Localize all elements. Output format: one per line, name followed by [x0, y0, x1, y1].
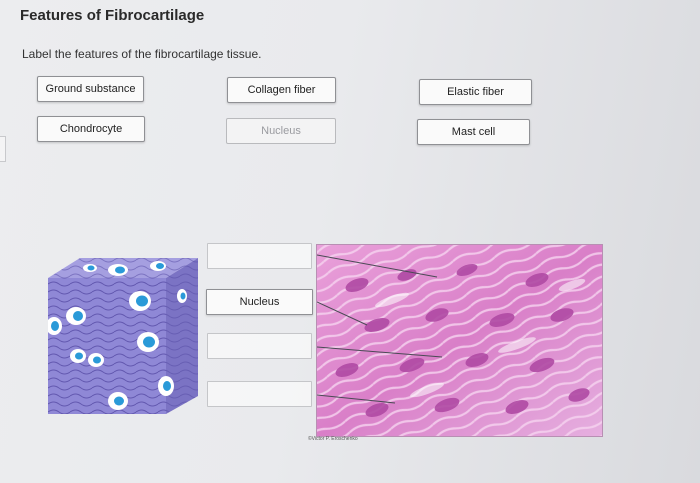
label-nucleus-used[interactable]: Nucleus — [226, 118, 336, 144]
fibrocartilage-micrograph — [316, 244, 603, 437]
drop-target-3[interactable] — [207, 333, 312, 359]
drop-target-4[interactable] — [207, 381, 312, 407]
label-ground-substance[interactable]: Ground substance — [37, 76, 144, 102]
label-chondrocyte[interactable]: Chondrocyte — [37, 116, 145, 142]
page-title: Features of Fibrocartilage — [20, 7, 205, 24]
label-collagen-fiber[interactable]: Collagen fiber — [227, 77, 336, 103]
drop-target-2[interactable]: Nucleus — [206, 289, 313, 315]
fibrocartilage-cube-illustration — [48, 258, 198, 414]
drop-target-1[interactable] — [207, 243, 312, 269]
micrograph-image — [317, 245, 602, 436]
chondrocyte-cells — [48, 261, 187, 410]
nuclei-cluster — [335, 263, 590, 417]
instructions-text: Label the features of the fibrocartilage… — [22, 47, 262, 61]
left-edge-tab[interactable] — [0, 136, 6, 162]
leader-lines — [317, 254, 443, 404]
label-elastic-fiber[interactable]: Elastic fiber — [419, 79, 532, 105]
image-credit: ©Victor P. Eroschenko — [308, 436, 358, 442]
label-mast-cell[interactable]: Mast cell — [417, 119, 530, 145]
